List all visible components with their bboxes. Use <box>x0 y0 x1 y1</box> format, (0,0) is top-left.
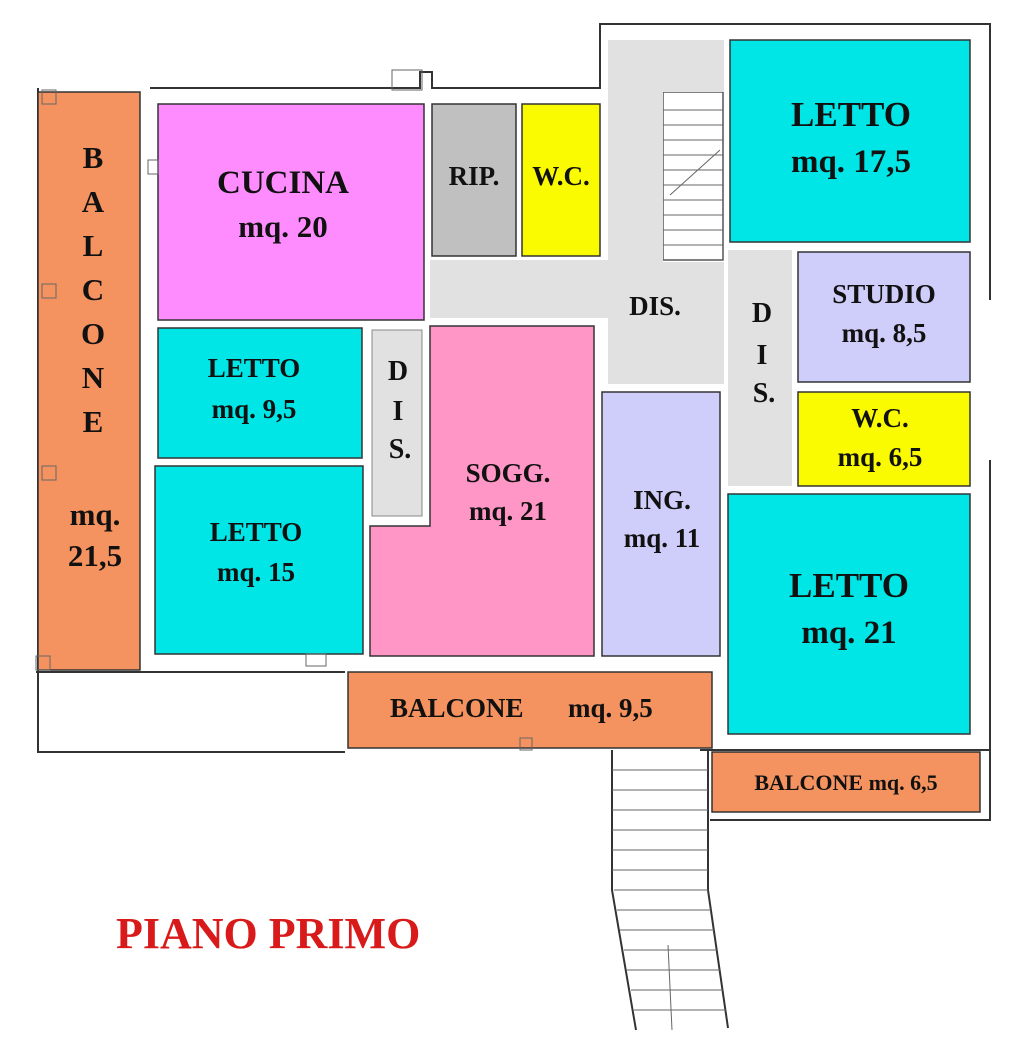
room-dis-east: D I S. <box>728 250 792 486</box>
cucina-area: mq. 20 <box>238 209 328 244</box>
wall-details <box>35 89 533 751</box>
balcone-se-name: BALCONE mq. 6,5 <box>754 770 937 795</box>
room-letto-w: LETTO mq. 15 <box>154 465 364 655</box>
balcone-west-letter: N <box>82 360 104 395</box>
room-letto-small: LETTO mq. 9,5 <box>157 327 363 459</box>
ingresso-area: mq. 11 <box>624 523 701 553</box>
balcone-west-area-label: mq. <box>70 497 121 532</box>
room-soggiorno: SOGG. mq. 21 <box>369 325 595 657</box>
studio-name: STUDIO <box>832 279 936 309</box>
outer-walls <box>36 23 991 821</box>
room-wc-east: W.C. mq. 6,5 <box>797 391 971 487</box>
rip-name: RIP. <box>449 161 500 191</box>
room-ripostiglio: RIP. <box>431 103 517 257</box>
room-cucina: CUCINA mq. 20 <box>157 103 425 321</box>
north-staircase <box>662 91 724 261</box>
dis-west-letter: D <box>388 356 408 387</box>
room-letto-ne: LETTO mq. 17,5 <box>729 39 971 243</box>
balcone-west-letter: L <box>83 228 104 263</box>
room-balcone-west: B A L C O N E mq. 21,5 <box>37 91 141 671</box>
balcone-south-area: mq. 9,5 <box>568 693 653 723</box>
cucina-name: CUCINA <box>217 165 349 201</box>
dis-central-name: DIS. <box>629 291 681 321</box>
balcone-west-area-value: 21,5 <box>68 538 122 573</box>
dis-east-letter: I <box>757 340 768 371</box>
dis-west-letter: I <box>393 396 404 427</box>
plan-title: PIANO PRIMO <box>116 909 420 958</box>
wc-east-area: mq. 6,5 <box>838 442 923 472</box>
south-staircase <box>611 750 729 1031</box>
studio-area: mq. 8,5 <box>842 318 927 348</box>
balcone-west-fill <box>37 91 141 671</box>
letto-w-area: mq. 15 <box>217 557 295 587</box>
dis-east-letter: S. <box>753 378 776 409</box>
letto-small-area: mq. 9,5 <box>212 394 297 424</box>
wc-north-name: W.C. <box>532 161 590 191</box>
soggiorno-name: SOGG. <box>466 458 551 488</box>
room-letto-se: LETTO mq. 21 <box>727 493 971 735</box>
dis-east-letter: D <box>752 298 772 329</box>
balcone-west-letter: C <box>82 272 104 307</box>
room-balcone-south: BALCONE mq. 9,5 <box>347 671 713 749</box>
letto-se-name: LETTO <box>789 566 909 605</box>
room-ingresso: ING. mq. 11 <box>601 391 721 657</box>
room-dis-west: D I S. <box>371 329 423 517</box>
room-balcone-se: BALCONE mq. 6,5 <box>711 751 981 813</box>
letto-ne-area: mq. 17,5 <box>791 144 911 180</box>
balcone-west-letter: E <box>83 404 104 439</box>
wc-east-name: W.C. <box>851 403 909 433</box>
room-studio: STUDIO mq. 8,5 <box>797 251 971 383</box>
balcone-west-letter: B <box>83 140 104 175</box>
letto-se-area: mq. 21 <box>801 615 896 651</box>
letto-small-name: LETTO <box>208 353 301 383</box>
letto-ne-name: LETTO <box>791 95 911 134</box>
room-dis-central: DIS. <box>430 40 724 384</box>
soggiorno-area: mq. 21 <box>469 496 547 526</box>
balcone-west-letter: A <box>82 184 105 219</box>
dis-west-letter: S. <box>389 434 412 465</box>
ingresso-name: ING. <box>633 485 691 515</box>
balcone-west-letter: O <box>81 316 105 351</box>
letto-w-name: LETTO <box>210 517 303 547</box>
balcone-south-name: BALCONE <box>390 693 524 723</box>
room-wc-north: W.C. <box>521 103 601 257</box>
